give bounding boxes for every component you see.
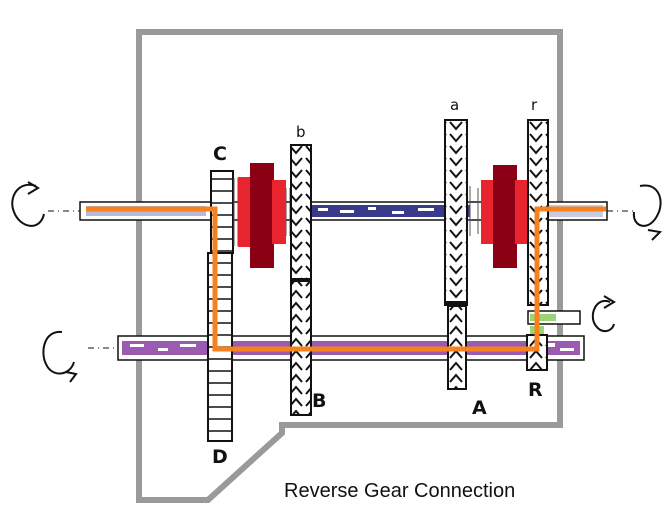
label-gear-a-counter: A [472,397,487,419]
label-gear-r-counter: R [528,379,543,401]
rotation-arrow-icon [11,181,45,227]
rotation-arrow-icon [632,184,663,241]
label-gear-c: C [213,143,227,165]
synchronizer-left [238,163,292,268]
label-gear-d: D [212,446,228,468]
rotation-arrow-icon [591,295,616,332]
label-gear-r-main: r [531,96,538,114]
synchronizer-right [475,165,529,268]
label-gear-b-main: b [296,123,306,141]
rotation-arrow-icon [42,330,78,383]
label-gear-b-counter: B [312,390,327,412]
diagram-caption: Reverse Gear Connection [284,480,516,502]
power-flow-path [86,206,606,352]
gear-r-counter [526,334,548,371]
label-gear-a-main: a [450,96,460,114]
gear-a-main [444,119,473,306]
gear-b-main [290,144,312,281]
